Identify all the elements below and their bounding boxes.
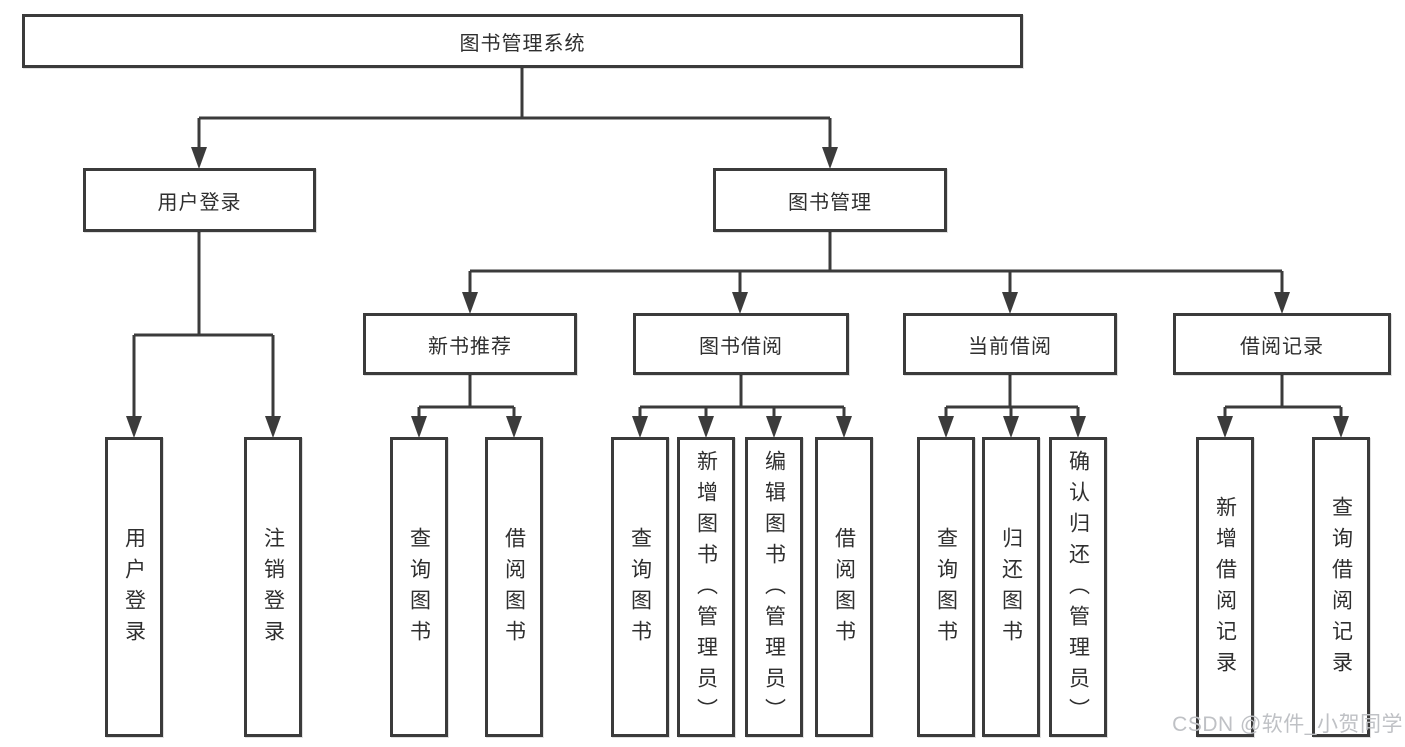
leaf-borrow-book-recommend: 借阅图书 [485, 437, 543, 737]
leaf-user-login: 用户登录 [105, 437, 163, 737]
leaf-logout: 注销登录 [244, 437, 302, 737]
node-current-borrow: 当前借阅 [903, 313, 1117, 375]
csdn-watermark: CSDN @软件_小贺同学 [1172, 713, 1403, 736]
leaf-confirm-return-admin: 确认归还（管理员） [1049, 437, 1107, 737]
leaf-query-book-current: 查询图书 [917, 437, 975, 737]
leaf-return-book: 归还图书 [982, 437, 1040, 737]
arrowhead-icons [126, 147, 1349, 438]
node-book-borrow: 图书借阅 [633, 313, 849, 375]
node-user-login-branch: 用户登录 [83, 168, 316, 232]
node-new-book-recommend: 新书推荐 [363, 313, 577, 375]
leaf-borrow-book: 借阅图书 [815, 437, 873, 737]
leaf-add-book-admin: 新增图书（管理员） [677, 437, 735, 737]
node-book-management-branch: 图书管理 [713, 168, 947, 232]
leaf-edit-book-admin: 编辑图书（管理员） [745, 437, 803, 737]
node-root-system: 图书管理系统 [22, 14, 1023, 68]
leaf-query-borrow-record: 查询借阅记录 [1312, 437, 1370, 737]
leaf-add-borrow-record: 新增借阅记录 [1196, 437, 1254, 737]
leaf-query-book-recommend: 查询图书 [390, 437, 448, 737]
leaf-query-book-borrow: 查询图书 [611, 437, 669, 737]
node-borrow-record: 借阅记录 [1173, 313, 1391, 375]
